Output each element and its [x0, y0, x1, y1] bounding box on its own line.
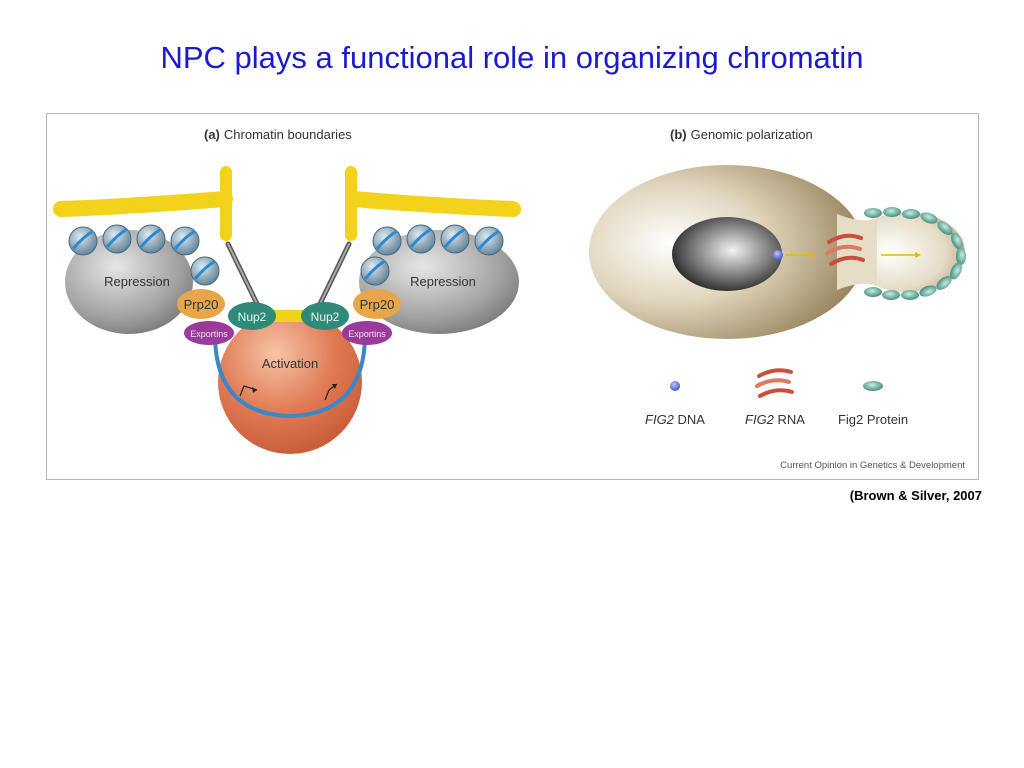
- journal-credit: Current Opinion in Genetics & Developmen…: [780, 460, 965, 471]
- nucleus: [672, 217, 782, 291]
- pore-post-left: [220, 166, 232, 241]
- legend: FIG2 DNA FIG2 RNA Fig2 Protein: [645, 370, 908, 427]
- legend-rna-gene: FIG2: [745, 412, 775, 427]
- citation: (Brown & Silver, 2007: [850, 488, 982, 503]
- legend-dna-swatch: [670, 381, 680, 391]
- repression-left-label: Repression: [104, 274, 170, 289]
- bud-neck: [837, 214, 877, 290]
- pore-post-right: [345, 166, 357, 241]
- panel-b-heading: (b) Genomic polarization: [670, 127, 813, 142]
- membrane-right: [353, 199, 513, 209]
- exportins-left-label: Exportins: [190, 329, 228, 339]
- legend-rna-type: RNA: [774, 412, 805, 427]
- panel-a-title: Chromatin boundaries: [224, 127, 352, 142]
- legend-dna-type: DNA: [674, 412, 705, 427]
- nup2-right-label: Nup2: [311, 310, 340, 324]
- legend-protein-swatch: [863, 381, 883, 391]
- legend-dna-gene: FIG2: [645, 412, 675, 427]
- legend-rna-label: FIG2 RNA: [745, 412, 805, 427]
- membrane-left: [61, 199, 225, 209]
- activation-label: Activation: [262, 356, 318, 371]
- prp20-left-label: Prp20: [184, 297, 219, 312]
- nup2-left-label: Nup2: [238, 310, 267, 324]
- legend-dna-label: FIG2 DNA: [645, 412, 705, 427]
- exportins-right-label: Exportins: [348, 329, 386, 339]
- figure-svg: (a) Chromatin boundaries Repression Repre…: [47, 114, 978, 479]
- legend-rna-swatch: [757, 370, 792, 396]
- panel-a-letter: (a): [204, 127, 220, 142]
- legend-protein-label: Fig2 Protein: [838, 412, 908, 427]
- activation-sphere: [218, 310, 362, 454]
- panel-b-title: Genomic polarization: [691, 127, 813, 142]
- prp20-right-label: Prp20: [360, 297, 395, 312]
- panel-b-letter: (b): [670, 127, 687, 142]
- fig2-dna-locus: [773, 250, 783, 260]
- panel-a-heading: (a) Chromatin boundaries: [204, 127, 352, 142]
- slide-title: NPC plays a functional role in organizin…: [0, 40, 1024, 76]
- figure-panel: (a) Chromatin boundaries Repression Repre…: [46, 113, 979, 480]
- repression-right-label: Repression: [410, 274, 476, 289]
